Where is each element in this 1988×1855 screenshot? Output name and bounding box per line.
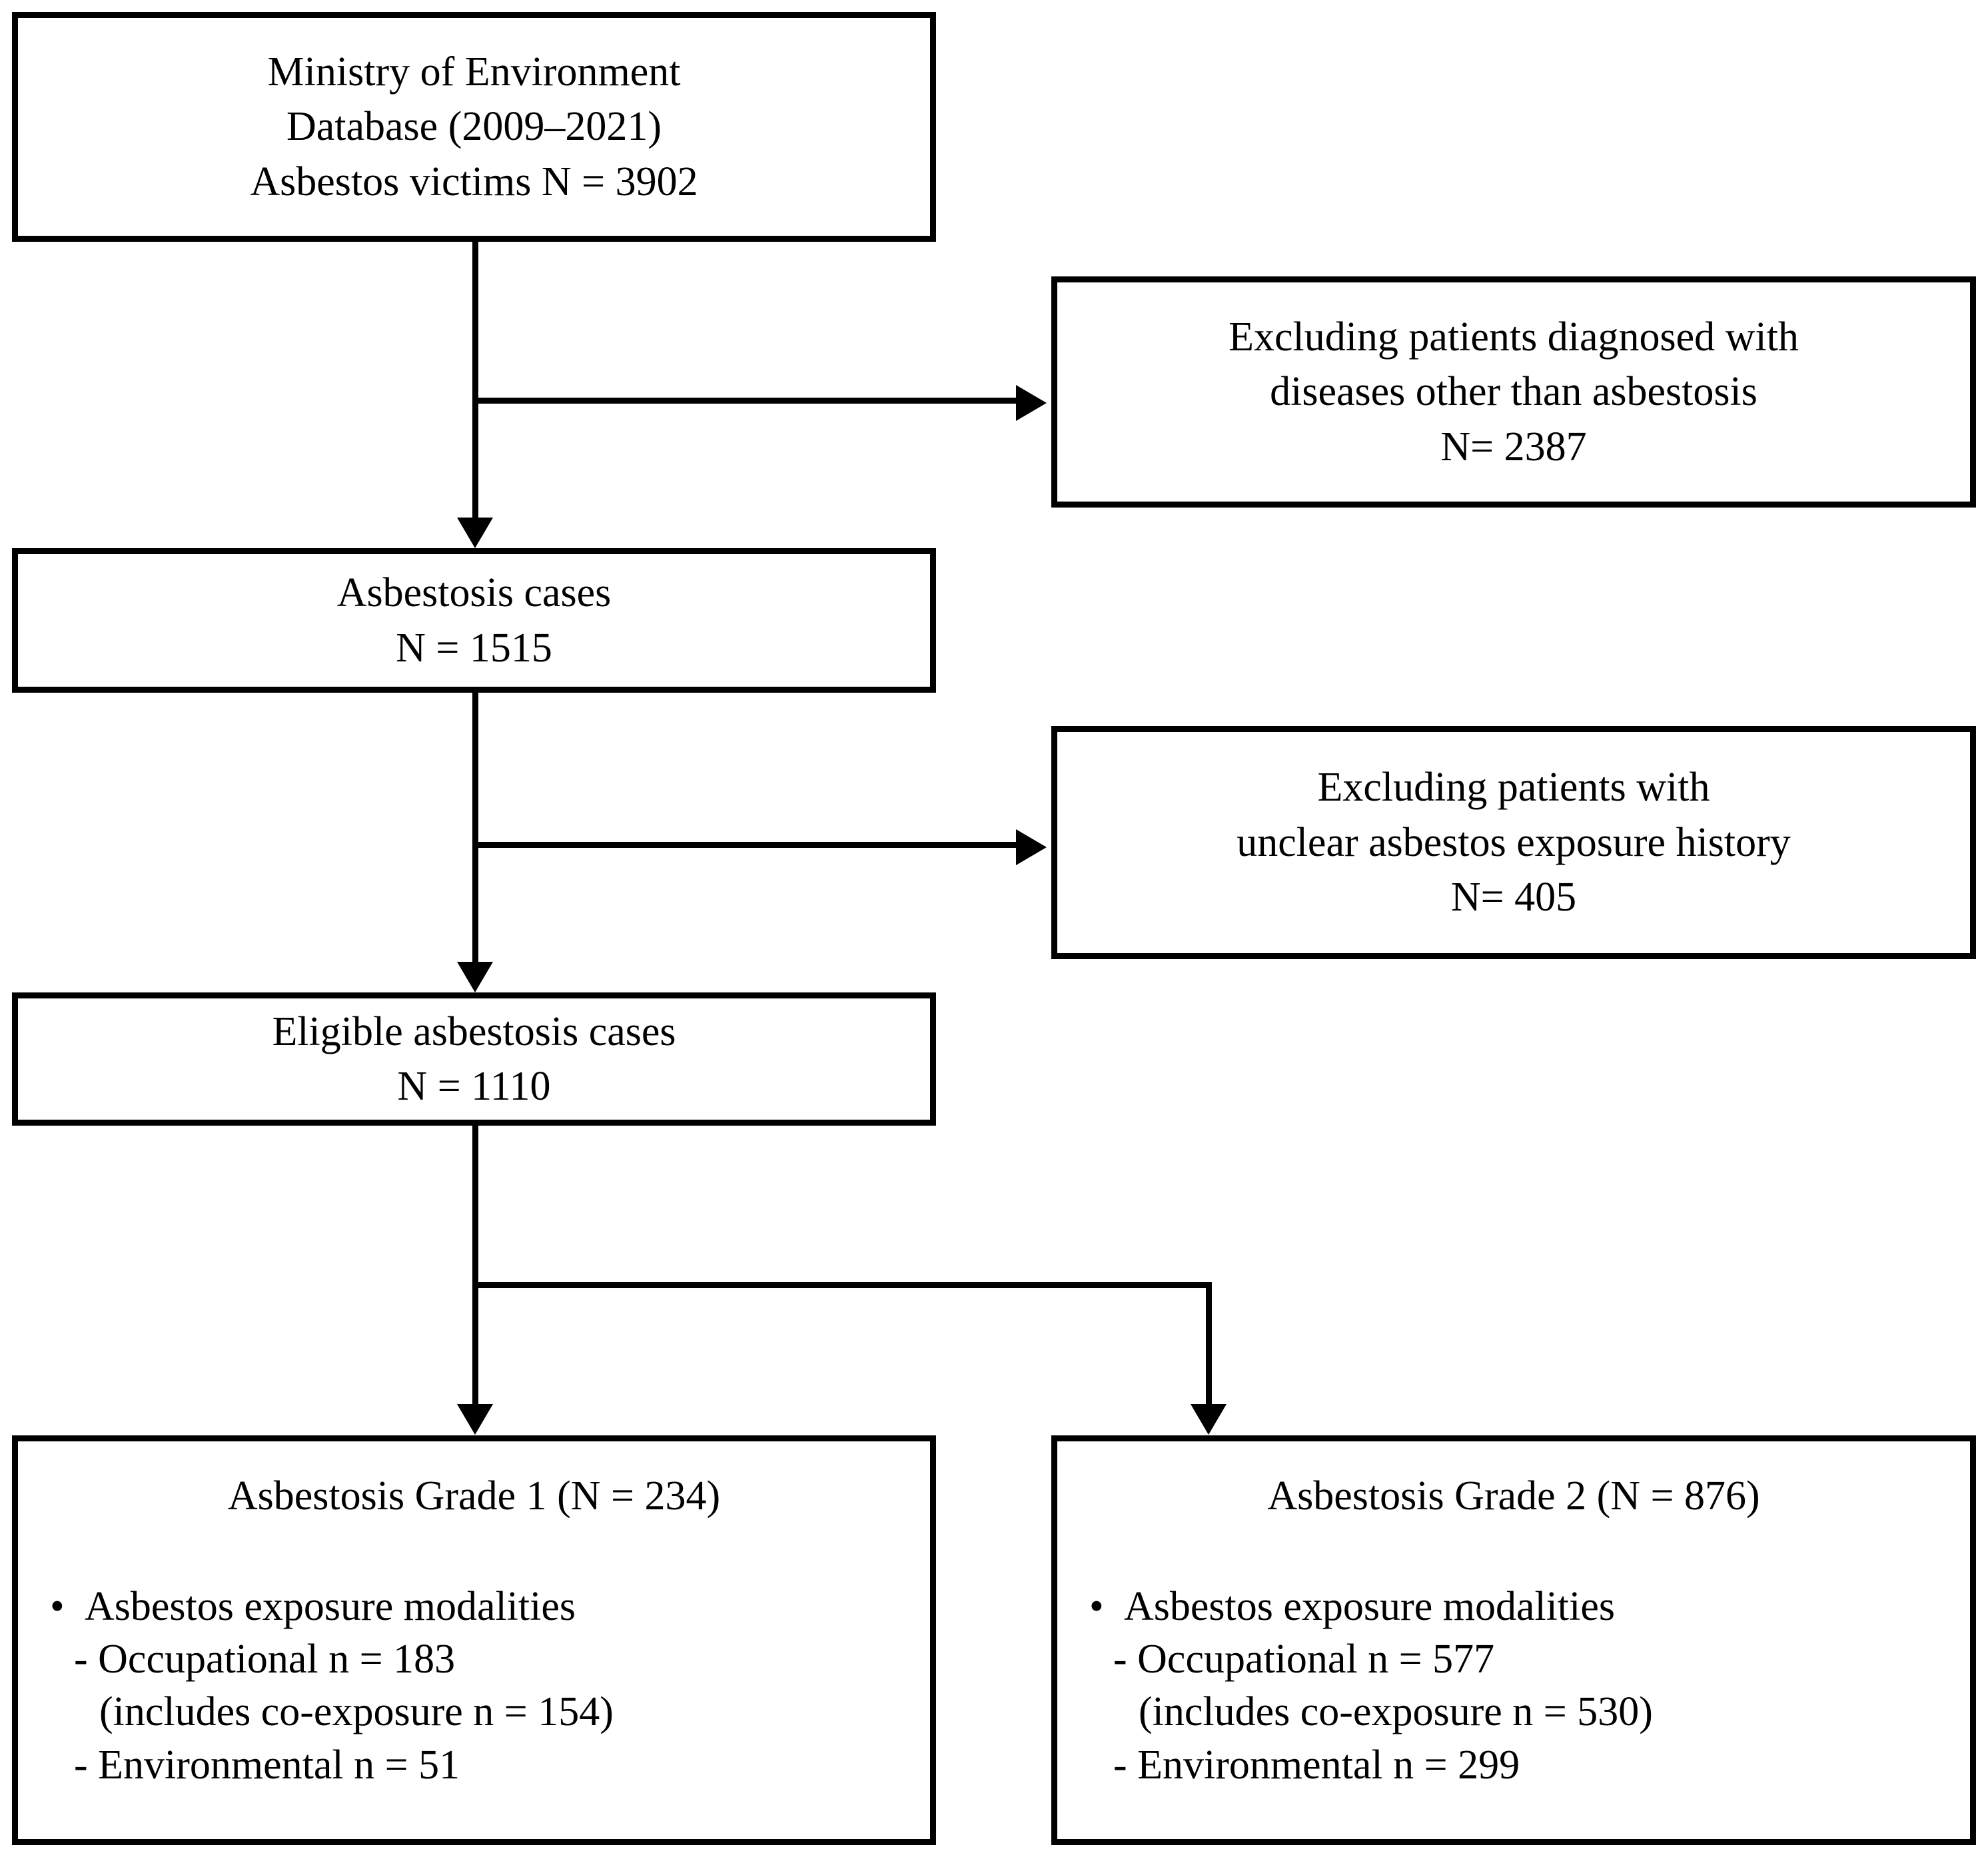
arrowhead-cases-to-eligible — [457, 962, 493, 992]
node-exclusion-1: Excluding patients diagnosed with diseas… — [1051, 276, 1976, 508]
connector-to-exclusion-1 — [475, 398, 1016, 404]
eligible-cases-line-2: N = 1110 — [397, 1064, 551, 1109]
grade-2-coexposure: (includes co-exposure n = 530) — [1139, 1689, 1653, 1735]
arrowhead-to-grade-2 — [1191, 1404, 1227, 1435]
grade-1-environmental: - Environmental n = 51 — [74, 1742, 460, 1788]
grade-2-title: Asbestosis Grade 2 (N = 876) — [1267, 1473, 1760, 1519]
source-line-2: Database (2009–2021) — [286, 104, 662, 150]
connector-eligible-stem — [472, 1126, 478, 1405]
exclusion-2-line-3: N= 405 — [1450, 875, 1577, 921]
connector-branch-right-lower — [1206, 1392, 1212, 1405]
connector-to-exclusion-2 — [475, 842, 1016, 848]
eligible-cases-line-1: Eligible asbestosis cases — [272, 1008, 676, 1054]
exclusion-2-line-1: Excluding patients with — [1317, 765, 1710, 811]
bullet-icon: • — [1089, 1583, 1104, 1629]
connector-source-to-cases — [472, 242, 478, 519]
node-asbestosis-cases: Asbestosis cases N = 1515 — [12, 548, 936, 693]
asbestosis-cases-line-1: Asbestosis cases — [336, 570, 612, 616]
exclusion-1-line-1: Excluding patients diagnosed with — [1229, 314, 1799, 360]
connector-split-horizontal — [472, 1282, 1212, 1288]
grade-1-coexposure: (includes co-exposure n = 154) — [99, 1689, 614, 1735]
connector-branch-right — [1206, 1282, 1212, 1405]
arrowhead-to-exclusion-1 — [1016, 385, 1047, 421]
node-eligible-cases: Eligible asbestosis cases N = 1110 — [12, 992, 936, 1126]
node-source-database: Ministry of Environment Database (2009–2… — [12, 12, 936, 242]
connector-cases-to-eligible — [472, 693, 478, 963]
node-asbestosis-grade-1: Asbestosis Grade 1 (N = 234) • Asbestos e… — [12, 1435, 936, 1845]
asbestosis-cases-line-2: N = 1515 — [396, 625, 552, 671]
arrowhead-source-to-cases — [457, 518, 493, 548]
node-asbestosis-grade-2: Asbestosis Grade 2 (N = 876) • Asbestos e… — [1051, 1435, 1976, 1845]
grade-1-bullet-row: • Asbestos exposure modalities — [18, 1581, 930, 1633]
exclusion-1-line-3: N= 2387 — [1440, 424, 1587, 470]
exclusion-2-line-2: unclear asbestos exposure history — [1237, 819, 1791, 865]
source-line-3: Asbestos victims N = 3902 — [250, 159, 698, 204]
arrowhead-to-grade-1 — [457, 1404, 493, 1435]
grade-2-bullet-label: Asbestos exposure modalities — [1124, 1583, 1616, 1629]
exclusion-1-line-2: diseases other than asbestosis — [1270, 369, 1757, 415]
grade-2-bullet-row: • Asbestos exposure modalities — [1057, 1581, 1970, 1633]
grade-1-occupational: - Occupational n = 183 — [74, 1636, 456, 1682]
grade-2-environmental: - Environmental n = 299 — [1113, 1742, 1520, 1788]
arrowhead-to-exclusion-2 — [1016, 829, 1047, 865]
grade-1-bullet-label: Asbestos exposure modalities — [85, 1583, 576, 1629]
bullet-icon: • — [50, 1583, 65, 1629]
grade-2-occupational: - Occupational n = 577 — [1113, 1636, 1495, 1682]
grade-1-title: Asbestosis Grade 1 (N = 234) — [227, 1473, 721, 1519]
source-line-1: Ministry of Environment — [267, 49, 681, 95]
node-exclusion-2: Excluding patients with unclear asbestos… — [1051, 726, 1976, 959]
